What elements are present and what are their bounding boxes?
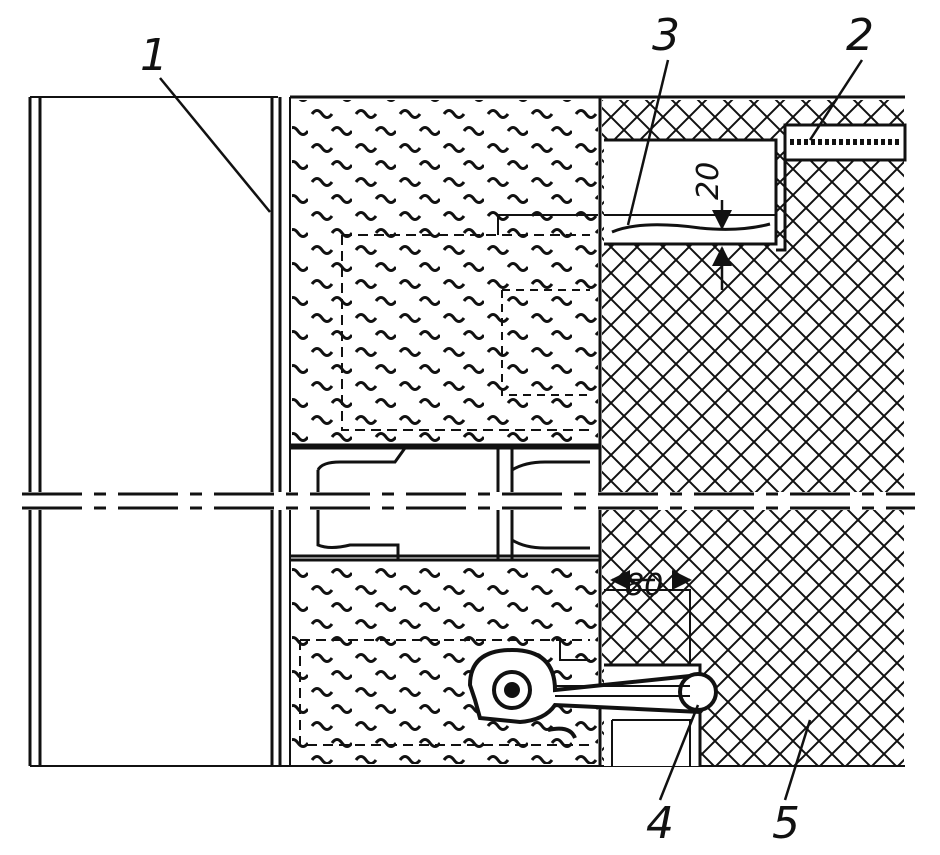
dimension-20: 20 xyxy=(691,162,726,200)
dimension-80: 80 xyxy=(625,568,663,603)
insulation-lower xyxy=(290,558,602,766)
dimension-arrows xyxy=(610,200,732,590)
insulation-upper xyxy=(290,95,602,447)
break-line xyxy=(0,492,940,510)
callout-4: 4 xyxy=(646,798,674,849)
wall-pocket xyxy=(604,123,907,252)
callout-5: 5 xyxy=(772,798,800,849)
callout-3: 3 xyxy=(652,10,680,61)
left-panel xyxy=(28,96,600,767)
leader-lines xyxy=(159,59,864,801)
callout-2: 2 xyxy=(846,10,874,61)
callout-1: 1 xyxy=(140,30,168,81)
anchor-bolt-assembly xyxy=(467,647,718,739)
